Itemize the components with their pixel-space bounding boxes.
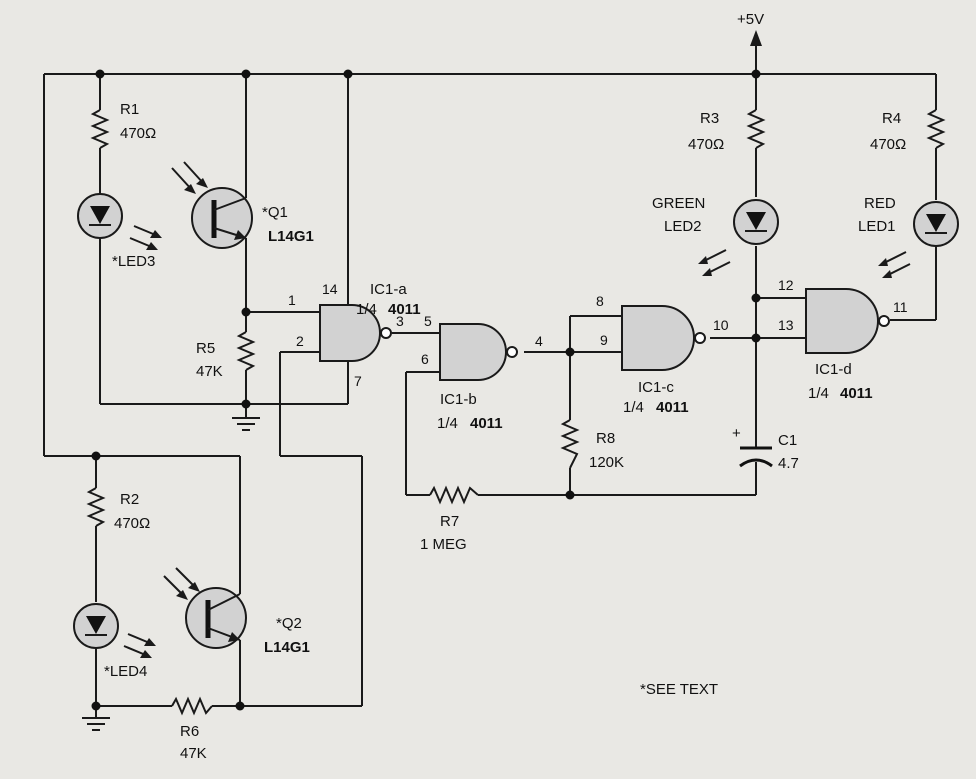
c1-polarity: +: [732, 425, 741, 442]
junction-dot: [241, 399, 251, 409]
junctions: [91, 69, 761, 711]
pin-12: 12: [778, 277, 794, 293]
gate-d-name: IC1-d: [815, 361, 852, 378]
pin-9: 9: [600, 332, 608, 348]
r7-name: R7: [440, 513, 459, 530]
r5-value: 47K: [196, 363, 223, 380]
q1-part: L14G1: [268, 228, 314, 245]
junction-dot: [91, 451, 101, 461]
led2-icon: [698, 199, 779, 276]
pin-1: 1: [288, 292, 296, 308]
nand-gate-c: [621, 305, 706, 371]
pin-7: 7: [354, 373, 362, 389]
junction-dot: [565, 347, 575, 357]
r8-name: R8: [596, 430, 615, 447]
resistor-r4: [926, 109, 946, 149]
pin-14: 14: [322, 281, 338, 297]
junction-dot: [91, 701, 101, 711]
resistor-r5: [236, 331, 256, 371]
led1-icon: [878, 201, 959, 278]
pin-8: 8: [596, 293, 604, 309]
junction-dot: [235, 701, 245, 711]
pin-labels: 1 2 3 4 5 6 7 8 9 10 11 12 13 14: [288, 277, 908, 389]
gate-b-part: 4011: [470, 415, 503, 432]
gate-d-frac: 1/4: [808, 385, 829, 402]
pin-5: 5: [424, 313, 432, 329]
supply-arrow-icon: [750, 30, 762, 46]
r3-name: R3: [700, 110, 719, 127]
junction-dot: [343, 69, 353, 79]
resistor-r6: [171, 696, 213, 716]
q2-name: *Q2: [276, 615, 302, 632]
junction-dot: [241, 69, 251, 79]
ground-icon: [82, 717, 110, 731]
c1-value: 4.7: [778, 455, 799, 472]
pin-6: 6: [421, 351, 429, 367]
r4-value: 470Ω: [870, 136, 906, 153]
led4-icon: [73, 603, 156, 658]
led3-icon: [77, 193, 162, 250]
junction-dot: [95, 69, 105, 79]
r8-value: 120K: [589, 454, 624, 471]
pin-13: 13: [778, 317, 794, 333]
q1-name: *Q1: [262, 204, 288, 221]
led1-label-name: LED1: [858, 218, 896, 235]
resistor-r8: [560, 419, 580, 469]
r6-value: 47K: [180, 745, 207, 762]
nand-gate-b: [439, 323, 518, 381]
gate-a-frac: 1/4: [356, 301, 377, 318]
nand-gate-a: [319, 304, 392, 362]
junction-dot: [565, 490, 575, 500]
wires: [43, 42, 937, 718]
r2-value: 470Ω: [114, 515, 150, 532]
junction-dot: [241, 307, 251, 317]
r4-name: R4: [882, 110, 901, 127]
gate-d-part: 4011: [840, 385, 873, 402]
pin-3: 3: [396, 313, 404, 329]
gate-a-name: IC1-a: [370, 281, 407, 298]
resistor-r7: [429, 485, 479, 505]
ground-icon: [232, 417, 260, 431]
resistor-r3: [746, 109, 766, 149]
pin-10: 10: [713, 317, 729, 333]
supply-label: +5V: [737, 11, 764, 28]
gate-c-frac: 1/4: [623, 399, 644, 416]
gate-a-part: 4011: [388, 301, 421, 318]
junction-dot: [751, 293, 761, 303]
r1-name: R1: [120, 101, 139, 118]
r2-name: R2: [120, 491, 139, 508]
gate-b-name: IC1-b: [440, 391, 477, 408]
junction-dot: [751, 333, 761, 343]
r7-value: 1 MEG: [420, 536, 467, 553]
r3-value: 470Ω: [688, 136, 724, 153]
q2-part: L14G1: [264, 639, 310, 656]
gate-c-name: IC1-c: [638, 379, 674, 396]
gate-c-part: 4011: [656, 399, 689, 416]
resistor-r1: [90, 109, 110, 149]
r6-name: R6: [180, 723, 199, 740]
r1-value: 470Ω: [120, 125, 156, 142]
c1-name: C1: [778, 432, 797, 449]
led2-label-name: LED2: [664, 218, 702, 235]
q2-phototransistor-icon: [163, 567, 247, 649]
pin-4: 4: [535, 333, 543, 349]
resistor-r2: [86, 487, 106, 527]
pin-11: 11: [893, 299, 908, 315]
led4-label: *LED4: [104, 663, 147, 680]
see-text-note: *SEE TEXT: [640, 681, 718, 698]
led1-label-color: RED: [864, 195, 896, 212]
led2-label-color: GREEN: [652, 195, 705, 212]
nand-gate-d: [805, 288, 890, 354]
q1-phototransistor-icon: [171, 161, 253, 249]
led3-label: *LED3: [112, 253, 155, 270]
r5-name: R5: [196, 340, 215, 357]
junction-dot: [751, 69, 761, 79]
pin-2: 2: [296, 333, 304, 349]
gate-b-frac: 1/4: [437, 415, 458, 432]
capacitor-c1: [739, 446, 773, 468]
